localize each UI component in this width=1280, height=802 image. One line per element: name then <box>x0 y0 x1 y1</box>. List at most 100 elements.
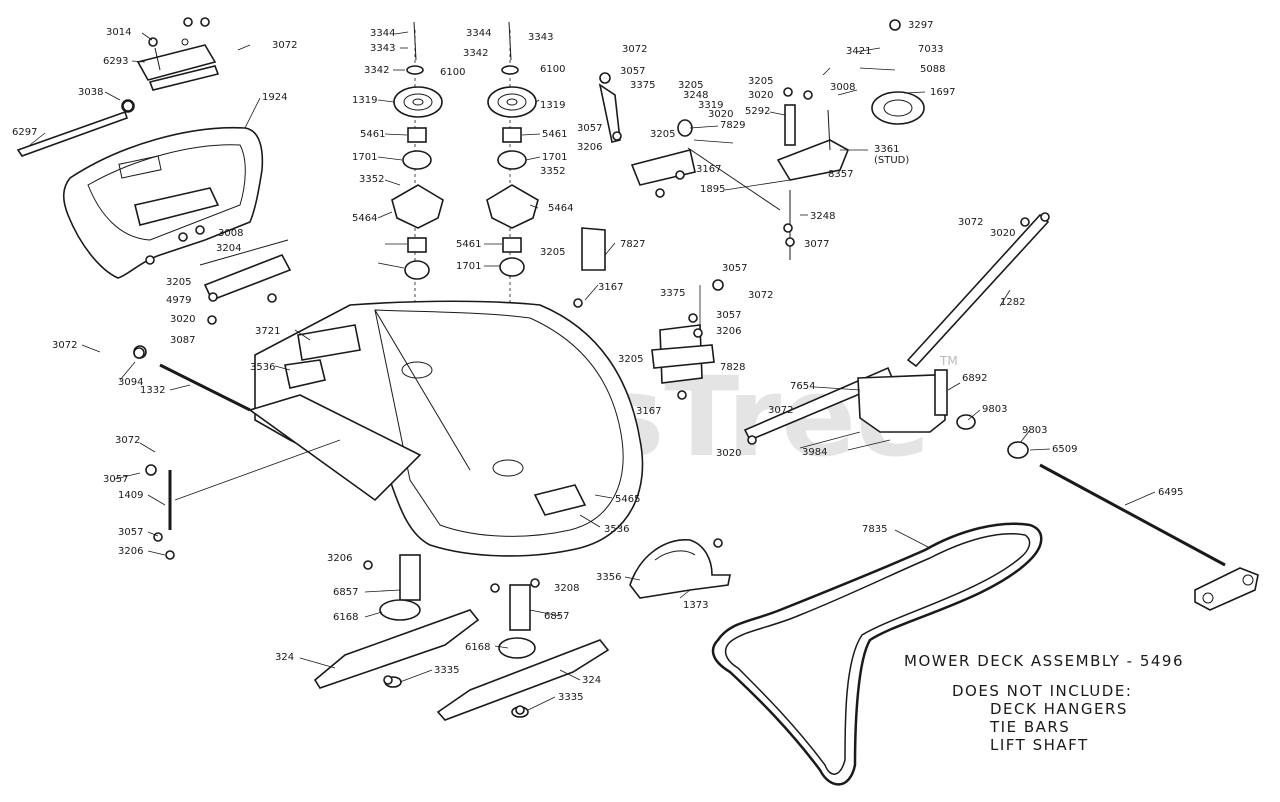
label-3205: 3205 <box>618 354 643 365</box>
label-6509: 6509 <box>1052 444 1077 455</box>
label-6100: 6100 <box>440 67 465 78</box>
label-3072: 3072 <box>622 44 647 55</box>
note-line-3: TIE BARS <box>989 718 1070 736</box>
label-3721: 3721 <box>255 326 280 337</box>
label-3205: 3205 <box>540 247 565 258</box>
label-3356: 3356 <box>596 572 621 583</box>
spindle-left-part <box>391 21 444 370</box>
label-3057: 3057 <box>118 527 143 538</box>
label-9803: 9803 <box>982 404 1007 415</box>
label-3208: 3208 <box>554 583 579 594</box>
label-3205: 3205 <box>166 277 191 288</box>
label-3072: 3072 <box>52 340 77 351</box>
label-7835: 7835 <box>862 524 887 535</box>
label-6100: 6100 <box>540 64 565 75</box>
label-3342: 3342 <box>364 65 389 76</box>
belt-cover-part <box>62 126 264 279</box>
label-324: 324 <box>582 675 601 686</box>
label-3319: 3319 <box>698 100 723 111</box>
label-5461: 5461 <box>456 239 481 250</box>
label-3167: 3167 <box>636 406 661 417</box>
label-6892: 6892 <box>962 373 987 384</box>
label-3204: 3204 <box>216 243 241 254</box>
label-3014: 3014 <box>106 27 131 38</box>
idler-bracket-part <box>598 83 781 211</box>
label-7033: 7033 <box>918 44 943 55</box>
bracket-7828-part <box>651 285 715 384</box>
label-3248: 3248 <box>683 90 708 101</box>
label-3361: 3361 <box>874 144 899 155</box>
label-3343: 3343 <box>370 43 395 54</box>
label-3342: 3342 <box>463 48 488 59</box>
label-3248: 3248 <box>810 211 835 222</box>
bracket-4979-part <box>199 239 292 302</box>
label-3020: 3020 <box>716 448 741 459</box>
label-5292: 5292 <box>745 106 770 117</box>
label-3057: 3057 <box>577 123 602 134</box>
label-3344: 3344 <box>370 28 395 39</box>
label-3020: 3020 <box>170 314 195 325</box>
label-3167: 3167 <box>696 164 721 175</box>
rod-1332-part <box>133 345 251 412</box>
label-1701: 1701 <box>542 152 567 163</box>
label-3536: 3536 <box>250 362 275 373</box>
label-1409: 1409 <box>118 490 143 501</box>
label-1697: 1697 <box>930 87 955 98</box>
cover-1373-part <box>629 539 731 599</box>
label-6857: 6857 <box>544 611 569 622</box>
label-3094: 3094 <box>118 377 143 388</box>
label-1895: 1895 <box>700 184 725 195</box>
label-3057: 3057 <box>103 474 128 485</box>
label-3020: 3020 <box>748 90 773 101</box>
label-3205: 3205 <box>650 129 675 140</box>
label-3008: 3008 <box>830 82 855 93</box>
label-3335: 3335 <box>558 692 583 703</box>
label-7654: 7654 <box>790 381 815 392</box>
label-3206: 3206 <box>716 326 741 337</box>
label-6495: 6495 <box>1158 487 1183 498</box>
label-3536: 3536 <box>604 524 629 535</box>
diagram-title-block: MOWER DECK ASSEMBLY - 5496 DOES NOT INCL… <box>904 652 1184 754</box>
label-3984: 3984 <box>802 447 827 458</box>
label-7828: 7828 <box>720 362 745 373</box>
label-3206: 3206 <box>118 546 143 557</box>
label-3421: 3421 <box>846 46 871 57</box>
label-3072: 3072 <box>115 435 140 446</box>
diagram-title: MOWER DECK ASSEMBLY - 5496 <box>904 652 1184 670</box>
label-6857: 6857 <box>333 587 358 598</box>
label-5461: 5461 <box>360 129 385 140</box>
label-3297: 3297 <box>908 20 933 31</box>
note-line-4: LIFT SHAFT <box>990 736 1089 754</box>
label-4979: 4979 <box>166 295 191 306</box>
label-3038: 3038 <box>78 87 103 98</box>
label-3343: 3343 <box>528 32 553 43</box>
label-3375: 3375 <box>660 288 685 299</box>
label-3020: 3020 <box>990 228 1015 239</box>
label-3077: 3077 <box>804 239 829 250</box>
label-1701: 1701 <box>352 152 377 163</box>
lift-rod-part <box>743 213 1050 442</box>
label-3206: 3206 <box>327 553 352 564</box>
label-3072: 3072 <box>958 217 983 228</box>
label-6293: 6293 <box>103 56 128 67</box>
label-1319: 1319 <box>352 95 377 106</box>
label-6168: 6168 <box>333 612 358 623</box>
label-3206: 3206 <box>577 142 602 153</box>
label-5464: 5464 <box>548 203 573 214</box>
label-3087: 3087 <box>170 335 195 346</box>
watermark-tm: TM <box>939 354 958 368</box>
label-3344: 3344 <box>466 28 491 39</box>
label-3020: 3020 <box>708 109 733 120</box>
label-5464: 5464 <box>352 213 377 224</box>
label-6297: 6297 <box>12 127 37 138</box>
label-3335: 3335 <box>434 665 459 676</box>
label-5465: 5465 <box>615 494 640 505</box>
label-3375: 3375 <box>630 80 655 91</box>
label-1373: 1373 <box>683 600 708 611</box>
label-3205: 3205 <box>678 80 703 91</box>
label-6168: 6168 <box>465 642 490 653</box>
label-5088: 5088 <box>920 64 945 75</box>
label-3352: 3352 <box>540 166 565 177</box>
label-3057: 3057 <box>620 66 645 77</box>
